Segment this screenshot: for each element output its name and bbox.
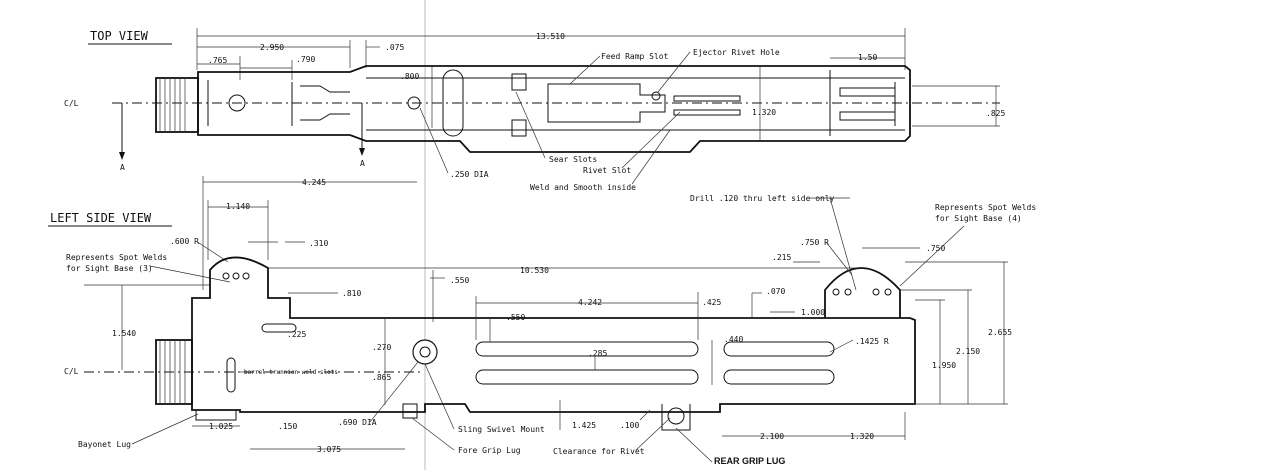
dim-1425: 1.425 — [572, 421, 596, 430]
dim-800: .800 — [400, 72, 419, 81]
dim-440: .440 — [724, 335, 743, 344]
dim-1140: 1.140 — [226, 202, 250, 211]
top-barrel-nut — [155, 77, 199, 133]
dim-600r: .600 R — [170, 237, 199, 246]
dim-2150: 2.150 — [956, 347, 980, 356]
dim-1425r: .1425 R — [855, 337, 889, 346]
dim-825: .825 — [986, 109, 1005, 118]
dim-765: .765 — [208, 56, 227, 65]
dim-4242: 4.242 — [578, 298, 602, 307]
rear-grip-lug — [667, 407, 685, 425]
dim-4245: 4.245 — [302, 178, 326, 187]
dim-750r: .750 R — [800, 238, 829, 247]
note-ejector: Ejector Rivet Hole — [693, 48, 780, 57]
dim-270: .270 — [372, 343, 391, 352]
dim-225: .225 — [287, 330, 306, 339]
side-view-title: LEFT SIDE VIEW — [50, 211, 152, 225]
note-drill: Drill .120 thru left side only — [690, 194, 835, 203]
rear-sight-base — [824, 267, 901, 318]
dim-100: .100 — [620, 421, 639, 430]
dim-250-dia: .250 DIA — [450, 170, 489, 179]
dim-150: 1.50 — [858, 53, 877, 62]
dim-2100: 2.100 — [760, 432, 784, 441]
dim-075: .075 — [385, 43, 404, 52]
dim-425: .425 — [702, 298, 721, 307]
top-trunnion-hole — [228, 94, 246, 112]
dim-1320b: 1.320 — [850, 432, 874, 441]
note-feed-ramp: Feed Ramp Slot — [601, 52, 669, 61]
dim-150b: .150 — [278, 422, 297, 431]
dim-215: .215 — [772, 253, 791, 262]
dim-070: .070 — [766, 287, 785, 296]
sling-swivel-boss — [412, 339, 438, 365]
dim-2950: 2.950 — [260, 43, 284, 52]
note-spot-welds-4-l2: for Sight Base (4) — [935, 214, 1022, 223]
note-sling: Sling Swivel Mount — [458, 425, 545, 434]
bayonet-lug — [195, 409, 237, 421]
note-spot-welds-3-l1: Represents Spot Welds — [66, 253, 167, 262]
fore-grip-lug — [402, 403, 418, 419]
dim-1320: 1.320 — [752, 108, 776, 117]
top-view-title: TOP VIEW — [90, 29, 149, 43]
note-spot-welds-4-l1: Represents Spot Welds — [935, 203, 1036, 212]
top-slot-front — [442, 69, 464, 137]
feed-ramp-slot — [547, 83, 666, 123]
top-rivet-hole — [407, 96, 421, 110]
note-spot-welds-3-l2: for Sight Base (3) — [66, 264, 153, 273]
dim-3075: 3.075 — [317, 445, 341, 454]
section-a-left: A — [120, 163, 125, 172]
dim-2655: 2.655 — [988, 328, 1012, 337]
dim-865: .865 — [372, 373, 391, 382]
side-slot-upper — [475, 341, 699, 357]
note-fore-grip: Fore Grip Lug — [458, 446, 521, 455]
dim-1950: 1.950 — [932, 361, 956, 370]
dim-790: .790 — [296, 55, 315, 64]
note-bayonet: Bayonet Lug — [78, 440, 131, 449]
note-clearance: Clearance for Rivet — [553, 447, 645, 456]
dim-550a: .550 — [450, 276, 469, 285]
note-trunnion-slots: barrel trunnion weld slots — [244, 369, 338, 376]
note-weld: Weld and Smooth inside — [530, 183, 636, 192]
dim-1540: 1.540 — [112, 329, 136, 338]
side-cl-label: C/L — [64, 367, 79, 376]
dim-690-dia: .690 DIA — [338, 418, 377, 427]
side-receiver-outline — [191, 256, 916, 413]
dim-10530: 10.530 — [520, 266, 549, 275]
dim-285: .285 — [588, 349, 607, 358]
top-view: TOP VIEW 13.510 2.950 .075 .765 .790 .80… — [64, 28, 1005, 290]
side-slot-lower — [475, 369, 699, 385]
note-rivet-slot: Rivet Slot — [583, 166, 631, 175]
side-view: LEFT SIDE VIEW 1.140 .600 R .310 Represe… — [48, 194, 1036, 466]
dim-overall: 13.510 — [536, 32, 565, 41]
section-a-right: A — [360, 159, 365, 168]
dim-750: .750 — [926, 244, 945, 253]
dim-550b: .550 — [506, 313, 525, 322]
note-rear-grip: REAR GRIP LUG — [714, 456, 785, 466]
ejector-rivet-hole — [651, 91, 661, 101]
dim-810: .810 — [342, 289, 361, 298]
top-cl-label: C/L — [64, 99, 79, 108]
top-receiver-outline — [197, 65, 911, 153]
dim-310: .310 — [309, 239, 328, 248]
dim-1025: 1.025 — [209, 422, 233, 431]
note-sear-slots: Sear Slots — [549, 155, 597, 164]
dim-1000: 1.000 — [801, 308, 825, 317]
